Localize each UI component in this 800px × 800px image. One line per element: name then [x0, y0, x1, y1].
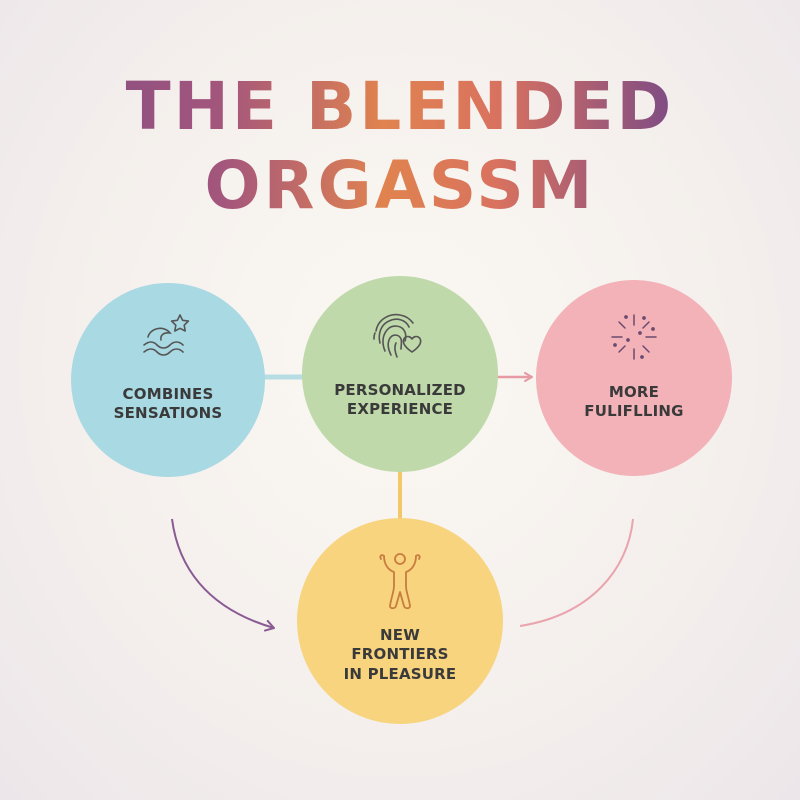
node-label-line: IN PLEASURE: [343, 664, 457, 683]
arrow-combines-frontiers: [171, 518, 275, 632]
connector-fulfilling-frontiers: [519, 518, 634, 627]
fingerprint-heart-icon: [373, 313, 422, 358]
node-label-line: NEW: [380, 626, 420, 645]
title-line-1: THE BLENDED: [0, 74, 800, 140]
node-label-line: COMBINES: [122, 384, 214, 403]
node-personalized-experience: PERSONALIZED EXPERIENCE: [302, 276, 498, 472]
node-more-fulfilling: MORE FULIFLLING: [536, 280, 732, 476]
sparkle-burst-icon: [611, 314, 657, 360]
raised-arms-person-icon: [379, 553, 421, 610]
node-personalized-label: PERSONALIZED EXPERIENCE: [334, 381, 466, 419]
node-label-line: PERSONALIZED: [334, 380, 466, 399]
node-frontiers-label: NEW FRONTIERS IN PLEASURE: [344, 626, 457, 683]
node-label-line: EXPERIENCE: [346, 400, 454, 418]
node-label-line: MORE: [608, 382, 660, 401]
node-label-line: FULIFLLING: [584, 402, 684, 420]
node-new-frontiers: NEW FRONTIERS IN PLEASURE: [297, 518, 503, 724]
node-fulfilling-label: MORE FULIFLLING: [584, 383, 683, 421]
node-label-line: SENSATIONS: [113, 404, 223, 422]
title-line-2: ORGASSM: [0, 153, 800, 219]
node-label-line: FRONTIERS: [351, 645, 449, 664]
waves-star-icon: [143, 314, 190, 356]
node-combines-label: COMBINES SENSATIONS: [114, 385, 223, 423]
node-combines-sensations: COMBINES SENSATIONS: [71, 283, 265, 477]
